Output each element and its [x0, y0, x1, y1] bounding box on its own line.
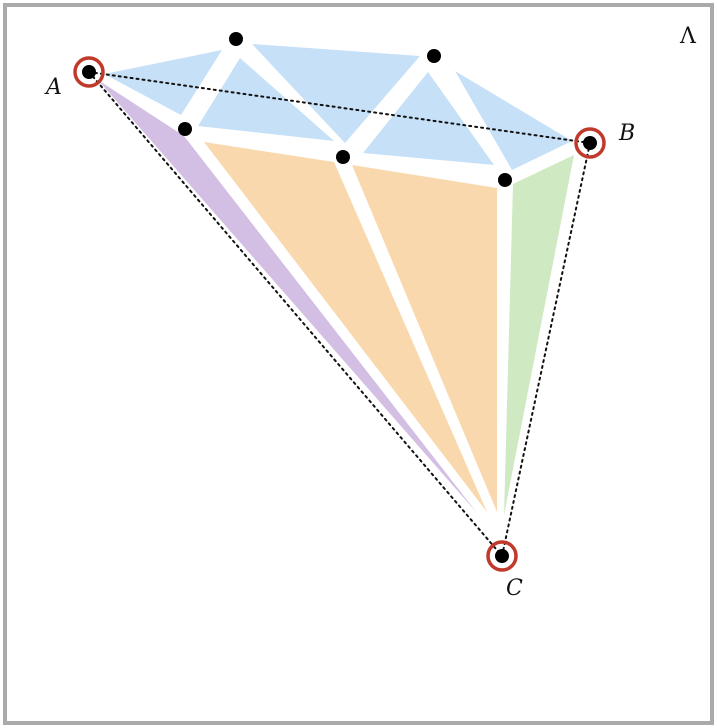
orange-triangle-2	[352, 165, 497, 512]
point-left	[178, 122, 192, 136]
orange-region	[204, 142, 497, 512]
point-right	[498, 173, 512, 187]
point-top-right	[427, 49, 441, 63]
blue-triangle-3	[252, 44, 420, 143]
ring-b	[574, 127, 606, 159]
highlight-rings	[73, 56, 606, 572]
point-a	[82, 65, 96, 79]
label-b: B	[618, 121, 635, 146]
label-lambda: Λ	[679, 24, 697, 49]
dotted-triangle	[88, 71, 591, 557]
point-b	[583, 136, 597, 150]
ring-c	[486, 540, 518, 572]
edge-a-b	[88, 71, 591, 144]
purple-region	[98, 80, 477, 513]
label-c: C	[506, 576, 523, 601]
ring-a	[73, 56, 105, 88]
edge-a-c	[88, 71, 503, 557]
blue-triangle-2	[198, 58, 334, 141]
blue-triangle-5	[455, 71, 572, 170]
point-center	[336, 150, 350, 164]
points	[82, 32, 597, 563]
label-a: A	[44, 75, 62, 100]
blue-triangle-4	[363, 72, 494, 165]
point-c	[495, 549, 509, 563]
orange-triangle-1	[204, 142, 487, 512]
point-top-left	[229, 32, 243, 46]
green-region	[504, 155, 574, 515]
edge-b-c	[501, 142, 591, 557]
